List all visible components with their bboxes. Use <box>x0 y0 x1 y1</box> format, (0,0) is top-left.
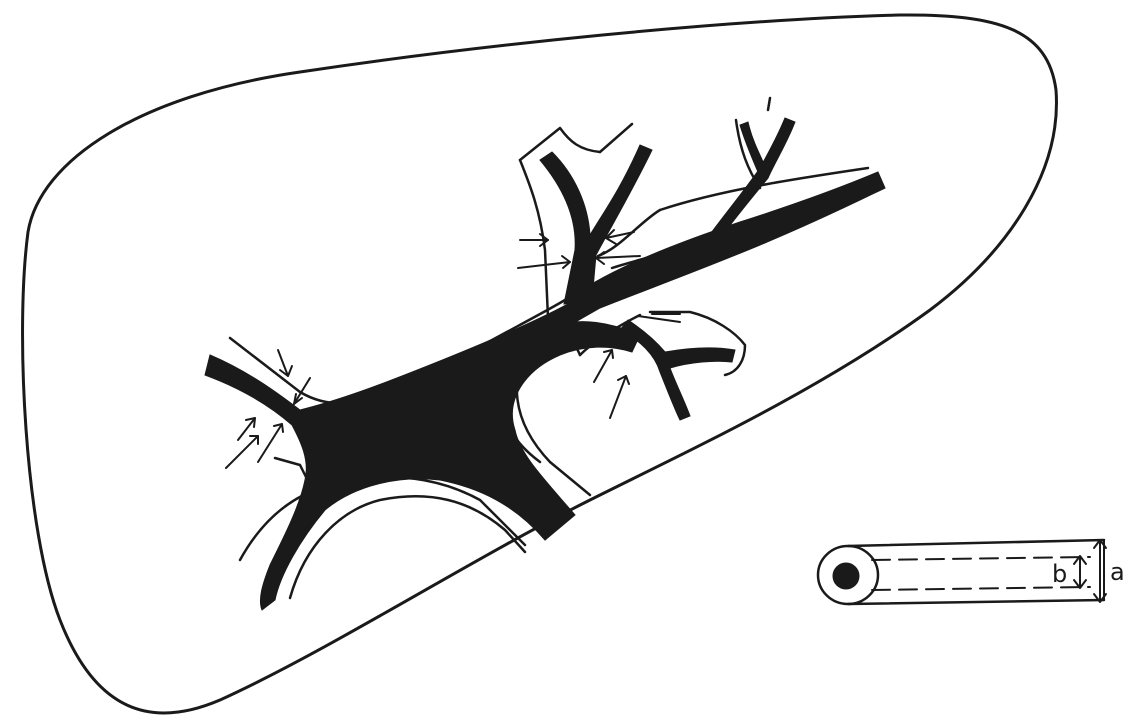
label-a: a <box>1110 558 1125 586</box>
vessel-tree <box>205 118 885 610</box>
dimension-arrow-b <box>1074 556 1086 588</box>
vessel-cross-section: b a <box>818 540 1125 604</box>
label-b: b <box>1052 560 1067 588</box>
upper-right-branch-fork <box>740 122 766 172</box>
inset-lumen <box>833 563 859 589</box>
right-lower-branch <box>620 320 735 420</box>
